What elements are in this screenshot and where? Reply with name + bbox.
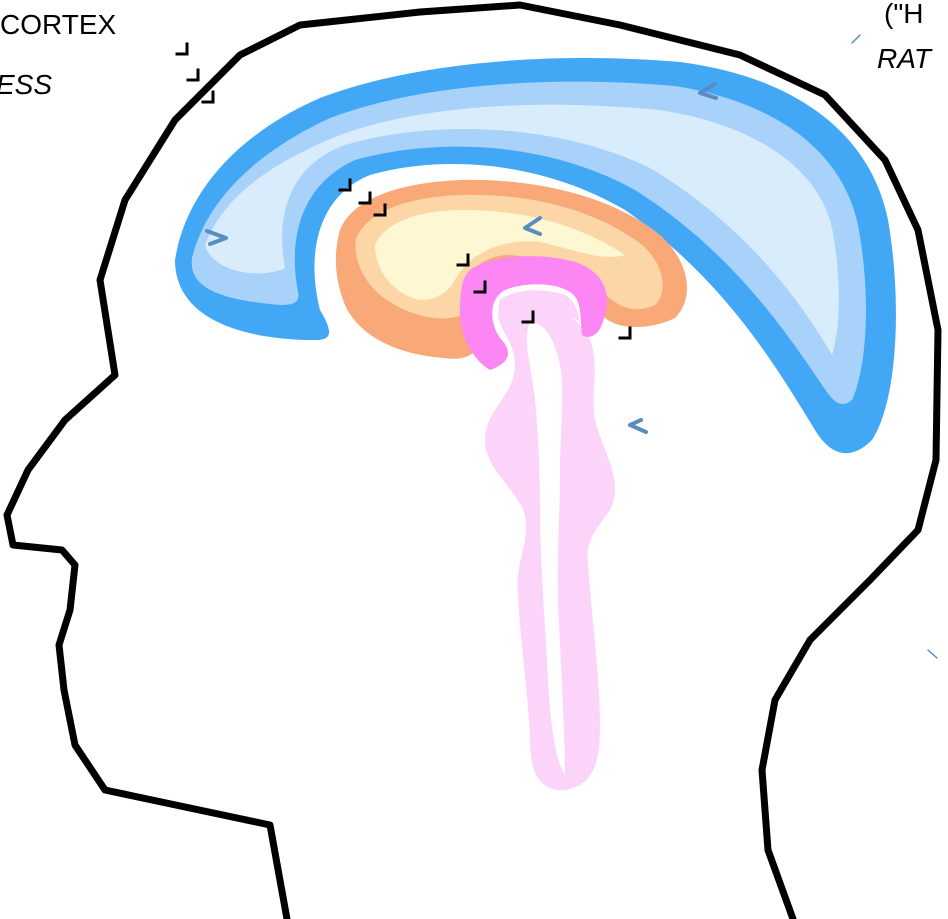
corner-marker-icon [177,44,187,54]
chevron-marker-icon [928,650,937,658]
h-quote-label: ("H [884,0,923,28]
corner-marker-icon [188,70,198,80]
corner-marker-icon [360,193,370,203]
rat-label: RAT [877,45,931,73]
cortex-label: CORTEX [0,11,116,39]
ess-label: ESS [0,71,52,99]
corner-marker-icon [620,328,630,338]
chevron-marker-icon [852,35,860,43]
chevron-marker-icon [630,420,646,432]
